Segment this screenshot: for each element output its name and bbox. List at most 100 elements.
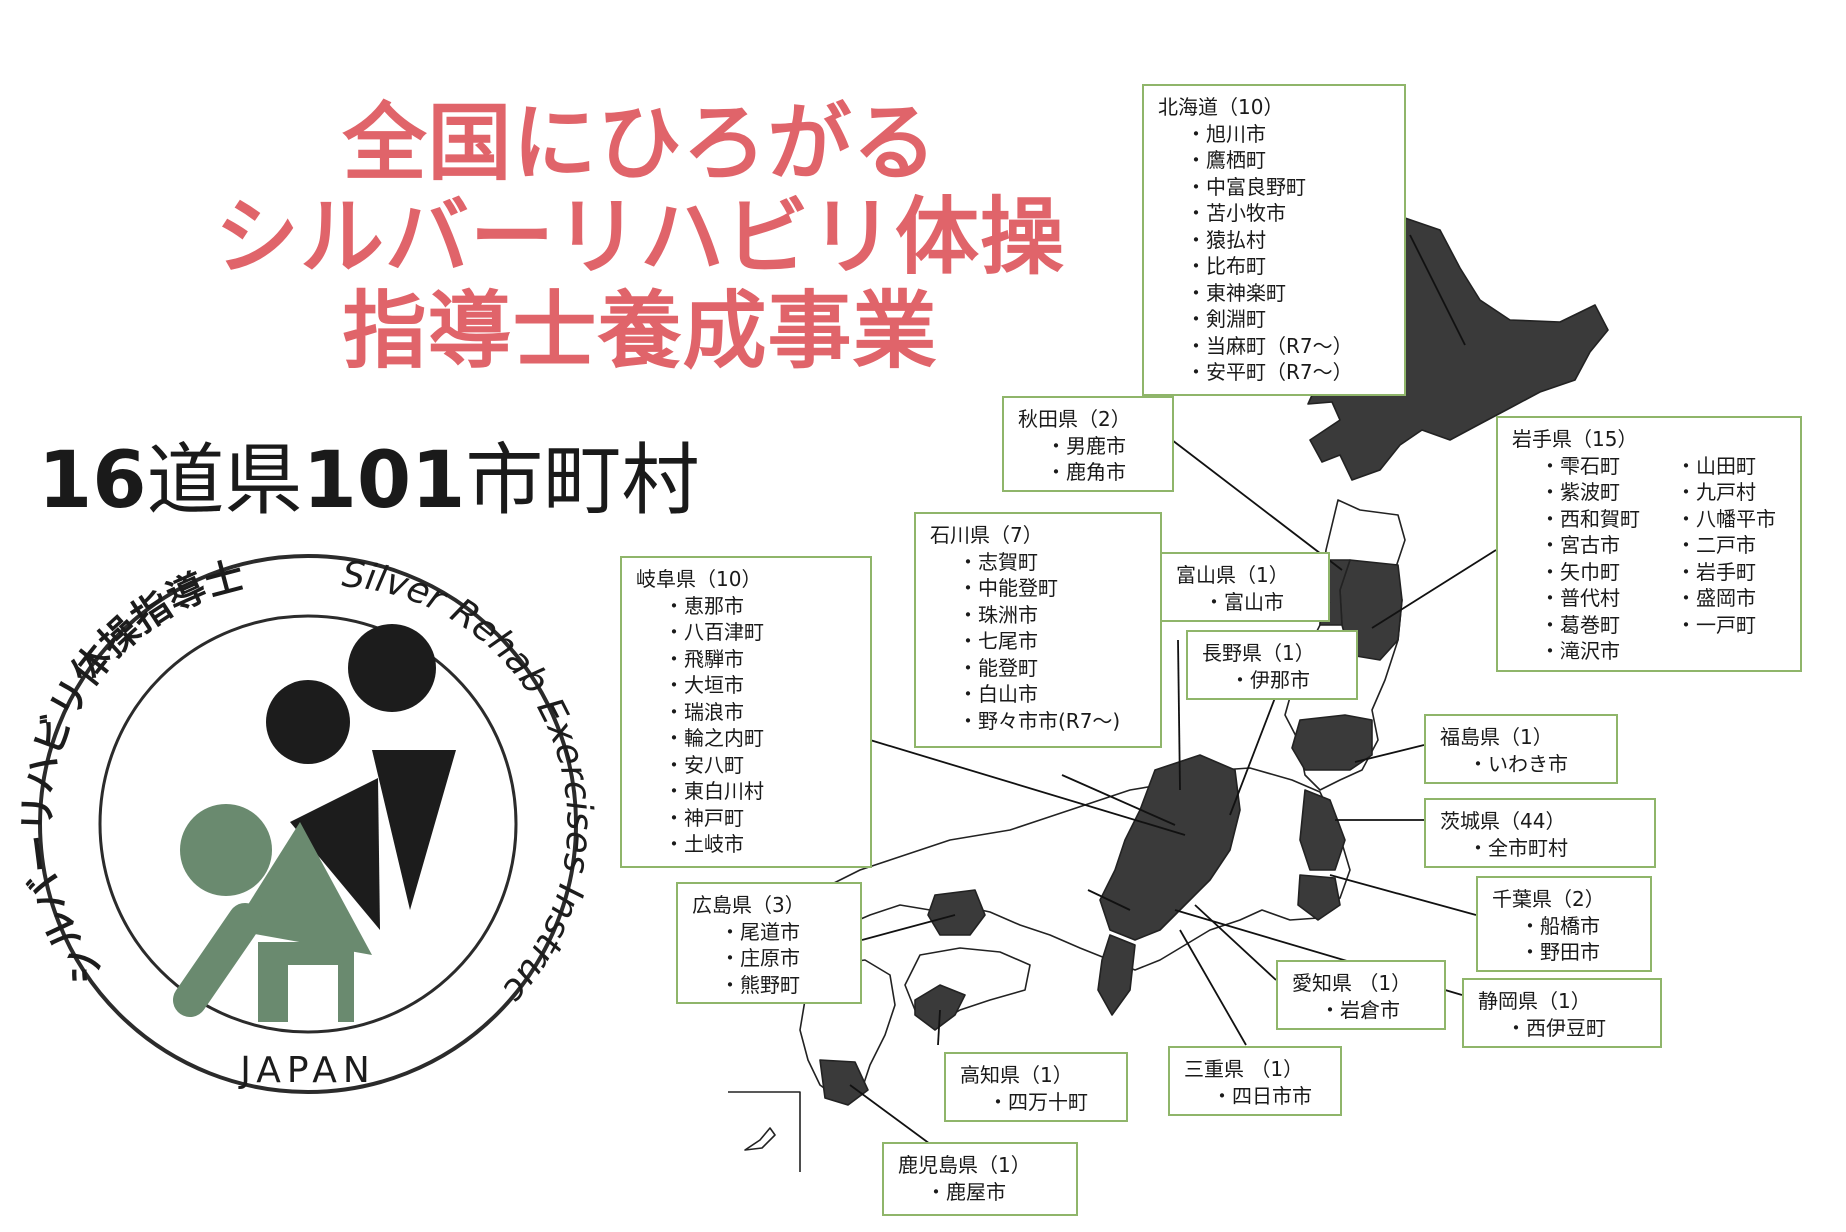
- city-item: 雫石町: [1540, 453, 1670, 480]
- pref-name: 愛知県 （1）: [1292, 971, 1412, 995]
- city-item: 岩手町: [1676, 559, 1806, 586]
- city-item: 庄原市: [720, 945, 850, 972]
- pref-name: 岩手県（15）: [1512, 427, 1638, 451]
- pref-name: 長野県（1）: [1202, 641, 1315, 665]
- city-item: 旭川市: [1186, 121, 1394, 148]
- map-ibaraki: [1299, 789, 1346, 871]
- city-item: 東神楽町: [1186, 280, 1394, 307]
- logo-body-dark-2: [290, 778, 380, 930]
- city-item: 神戸町: [664, 805, 860, 832]
- city-item: 八百津町: [664, 619, 860, 646]
- summary-num-prefectures: 16: [38, 436, 147, 526]
- leader-lines: [849, 234, 1497, 1156]
- summary-num-municipalities: 101: [302, 436, 466, 526]
- region-box-chiba: 千葉県（2） 船橋市 野田市: [1476, 876, 1652, 972]
- city-item: 船橋市: [1520, 913, 1640, 940]
- city-item: 輪之内町: [664, 725, 860, 752]
- city-item: 七尾市: [958, 628, 1150, 655]
- city-item: 比布町: [1186, 253, 1394, 280]
- region-box-kagoshima: 鹿児島県（1） 鹿屋市: [882, 1142, 1078, 1216]
- city-item: 大垣市: [664, 672, 860, 699]
- region-box-ishikawa: 石川県（7） 志賀町 中能登町 珠洲市 七尾市 能登町 白山市 野々市市(R7～…: [914, 512, 1162, 748]
- logo-head-dark-1: [266, 680, 350, 764]
- pref-name: 広島県（3）: [692, 893, 805, 917]
- region-box-aichi: 愛知県 （1） 岩倉市: [1276, 960, 1446, 1030]
- map-mie: [1097, 934, 1136, 1016]
- pref-name: 千葉県（2）: [1492, 887, 1605, 911]
- city-item: 能登町: [958, 655, 1150, 682]
- city-item: 瑞浪市: [664, 699, 860, 726]
- region-box-shizuoka: 静岡県（1） 西伊豆町: [1462, 978, 1662, 1048]
- pref-name: 茨城県（44）: [1440, 809, 1566, 833]
- city-item: 土岐市: [664, 831, 860, 858]
- pref-name: 岐阜県（10）: [636, 567, 762, 591]
- city-item: 安八町: [664, 752, 860, 779]
- map-okinawa: [744, 1127, 776, 1151]
- city-item: 盛岡市: [1676, 585, 1806, 612]
- city-item: 宮古市: [1540, 532, 1670, 559]
- logo-body-dark-1: [372, 750, 456, 910]
- map-chiba: [1297, 874, 1341, 921]
- pref-name: 福島県（1）: [1440, 725, 1553, 749]
- pref-name: 三重県 （1）: [1184, 1057, 1304, 1081]
- city-item: 矢巾町: [1540, 559, 1670, 586]
- map-hiroshima: [927, 889, 986, 936]
- city-item: 当麻町（R7～）: [1186, 333, 1394, 360]
- city-item: 猿払村: [1186, 227, 1394, 254]
- city-item: 男鹿市: [1046, 433, 1162, 460]
- city-item: 鹿角市: [1046, 459, 1162, 486]
- city-item: いわき市: [1468, 751, 1606, 778]
- city-item: 普代村: [1540, 585, 1670, 612]
- map-fukushima: [1291, 714, 1373, 771]
- city-item: 東白川村: [664, 778, 860, 805]
- logo-head-green: [180, 804, 272, 896]
- region-box-gifu: 岐阜県（10） 恵那市 八百津町 飛騨市 大垣市 瑞浪市 輪之内町 安八町 東白…: [620, 556, 872, 868]
- pref-name: 秋田県（2）: [1018, 407, 1131, 431]
- city-item: 四万十町: [988, 1089, 1116, 1116]
- summary-unit-municipalities: 市町村: [465, 436, 700, 526]
- city-item: 西伊豆町: [1506, 1015, 1650, 1042]
- region-box-kochi: 高知県（1） 四万十町: [944, 1052, 1128, 1122]
- city-item: 苫小牧市: [1186, 200, 1394, 227]
- city-item: 熊野町: [720, 972, 850, 999]
- city-item: 九戸村: [1676, 479, 1806, 506]
- city-item: 滝沢市: [1540, 638, 1670, 665]
- map-chubu-dark: [1099, 754, 1241, 941]
- city-item: 鹿屋市: [926, 1179, 1066, 1206]
- region-box-fukushima: 福島県（1） いわき市: [1424, 714, 1618, 784]
- city-item: 中能登町: [958, 575, 1150, 602]
- pref-name: 静岡県（1）: [1478, 989, 1591, 1013]
- pref-name: 石川県（7）: [930, 523, 1043, 547]
- region-box-mie: 三重県 （1） 四日市市: [1168, 1046, 1342, 1116]
- city-item: 一戸町: [1676, 612, 1806, 639]
- logo-country: JAPAN: [238, 1050, 376, 1091]
- title-line-2: シルバーリハビリ体操: [214, 188, 1065, 286]
- city-item: 剣淵町: [1186, 306, 1394, 333]
- city-item: 西和賀町: [1540, 506, 1670, 533]
- city-item: 志賀町: [958, 549, 1150, 576]
- pref-name: 富山県（1）: [1176, 563, 1289, 587]
- city-item: 尾道市: [720, 919, 850, 946]
- region-box-akita: 秋田県（2） 男鹿市 鹿角市: [1002, 396, 1174, 492]
- region-box-toyama: 富山県（1） 富山市: [1160, 552, 1330, 622]
- city-item: 全市町村: [1468, 835, 1644, 862]
- region-box-ibaraki: 茨城県（44） 全市町村: [1424, 798, 1656, 868]
- city-item: 鷹栖町: [1186, 147, 1394, 174]
- region-box-hiroshima: 広島県（3） 尾道市 庄原市 熊野町: [676, 882, 862, 1004]
- summary-count: 16道県101市町村: [38, 436, 699, 526]
- title-line-3: 指導士養成事業: [342, 282, 938, 380]
- city-item: 伊那市: [1230, 667, 1346, 694]
- summary-unit-prefectures: 道県: [146, 436, 303, 526]
- city-item: 富山市: [1204, 589, 1318, 616]
- city-item: 山田町: [1676, 453, 1806, 480]
- map-kochi: [914, 984, 966, 1031]
- city-item: 二戸市: [1676, 532, 1806, 559]
- city-item: 野々市市(R7～): [958, 708, 1150, 735]
- city-item: 岩倉市: [1320, 997, 1434, 1024]
- city-item: 野田市: [1520, 939, 1640, 966]
- region-box-nagano: 長野県（1） 伊那市: [1186, 630, 1358, 700]
- city-item: 珠洲市: [958, 602, 1150, 629]
- city-item: 飛騨市: [664, 646, 860, 673]
- logo-head-dark-2: [348, 624, 436, 712]
